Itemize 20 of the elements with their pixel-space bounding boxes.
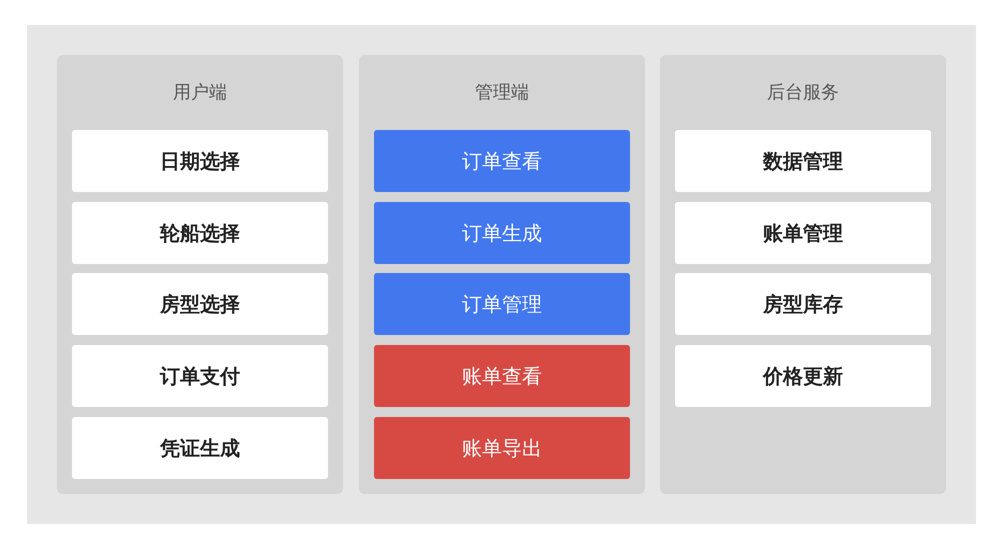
module-box: 日期选择: [72, 130, 328, 192]
module-box: 凭证生成: [72, 417, 328, 479]
module-box: 房型库存: [675, 273, 931, 335]
module-box: 订单支付: [72, 345, 328, 407]
module-box: 账单查看: [374, 345, 630, 407]
module-box: 价格更新: [675, 345, 931, 407]
module-box: 轮船选择: [72, 202, 328, 264]
column-title: 后台服务: [766, 81, 840, 105]
module-box: 账单导出: [374, 417, 630, 479]
column-title: 管理端: [474, 81, 530, 105]
column-panel: [660, 55, 946, 494]
column-title: 用户端: [172, 81, 228, 105]
module-box: 房型选择: [72, 273, 328, 335]
module-box: 订单查看: [374, 130, 630, 192]
column-panel: [359, 55, 645, 494]
module-box: 订单生成: [374, 202, 630, 264]
module-box: 数据管理: [675, 130, 931, 192]
column-panel: [57, 55, 343, 494]
module-box: 订单管理: [374, 273, 630, 335]
module-box: 账单管理: [675, 202, 931, 264]
